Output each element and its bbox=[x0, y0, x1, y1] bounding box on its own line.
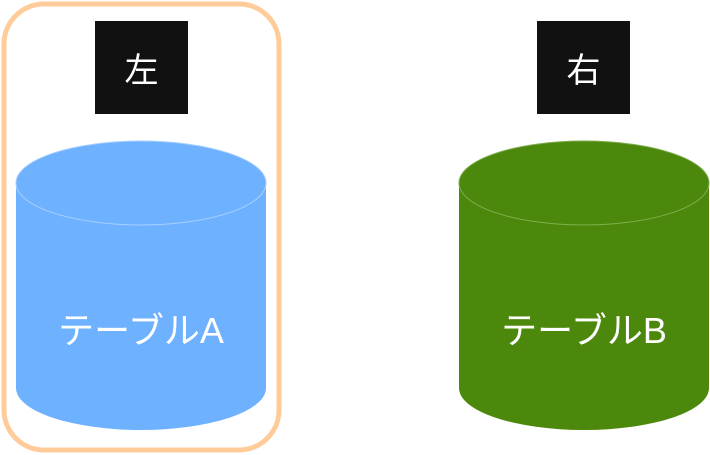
left-label: 左 bbox=[95, 21, 188, 114]
selection-frame bbox=[1, 1, 282, 453]
table-b-cylinder[interactable] bbox=[458, 140, 710, 430]
table-a-cylinder[interactable] bbox=[15, 140, 267, 430]
table-a-label: テーブルA bbox=[58, 310, 224, 351]
right-label: 右 bbox=[537, 21, 630, 114]
table-b-label: テーブルB bbox=[501, 310, 667, 351]
